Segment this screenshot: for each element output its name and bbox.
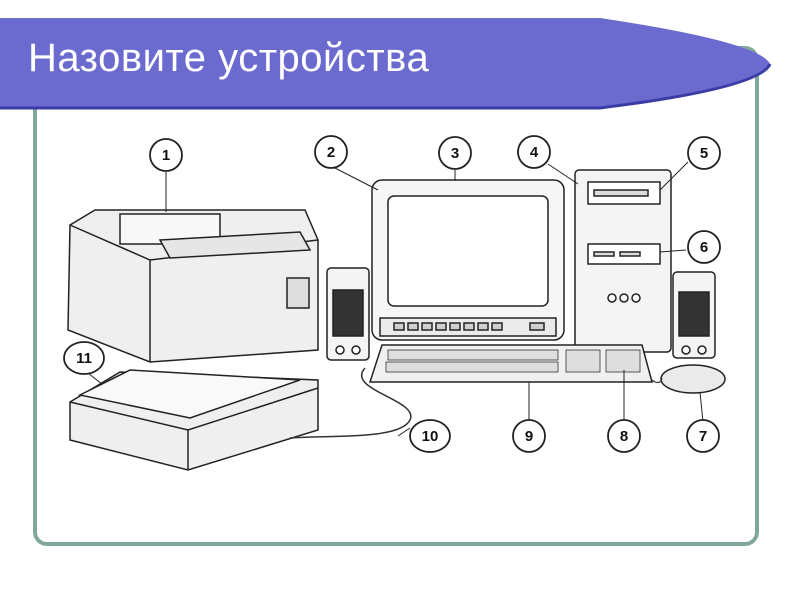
callout-label-7: 7	[699, 428, 707, 445]
system-unit	[574, 169, 672, 353]
callout-7	[686, 419, 720, 453]
callout-2	[314, 135, 348, 169]
right-speaker	[672, 271, 716, 359]
callout-label-1: 1	[162, 147, 170, 164]
callout-label-3: 3	[451, 145, 459, 162]
scanner	[69, 369, 319, 471]
monitor	[371, 179, 565, 341]
callout-label-11: 11	[76, 350, 92, 367]
cable	[289, 367, 412, 439]
callout-label-9: 9	[525, 428, 533, 445]
keyboard	[368, 344, 653, 383]
callout-label-5: 5	[700, 145, 708, 162]
callout-label-10: 10	[422, 428, 439, 445]
printer	[67, 209, 319, 363]
left-speaker	[326, 267, 370, 361]
mouse	[660, 364, 726, 394]
callout-1	[149, 138, 183, 172]
callout-5	[687, 136, 721, 170]
title-banner	[0, 18, 772, 110]
callout-label-6: 6	[700, 239, 708, 256]
callout-3	[438, 136, 472, 170]
callout-6	[687, 230, 721, 264]
callout-11	[63, 341, 105, 375]
slide-title: Назовите устройства	[28, 36, 430, 80]
callout-10	[409, 419, 451, 453]
callout-label-8: 8	[620, 428, 628, 445]
callout-4	[517, 135, 551, 169]
callout-8	[607, 419, 641, 453]
callout-label-2: 2	[327, 144, 335, 161]
callout-label-4: 4	[530, 144, 539, 161]
callout-9	[512, 419, 546, 453]
